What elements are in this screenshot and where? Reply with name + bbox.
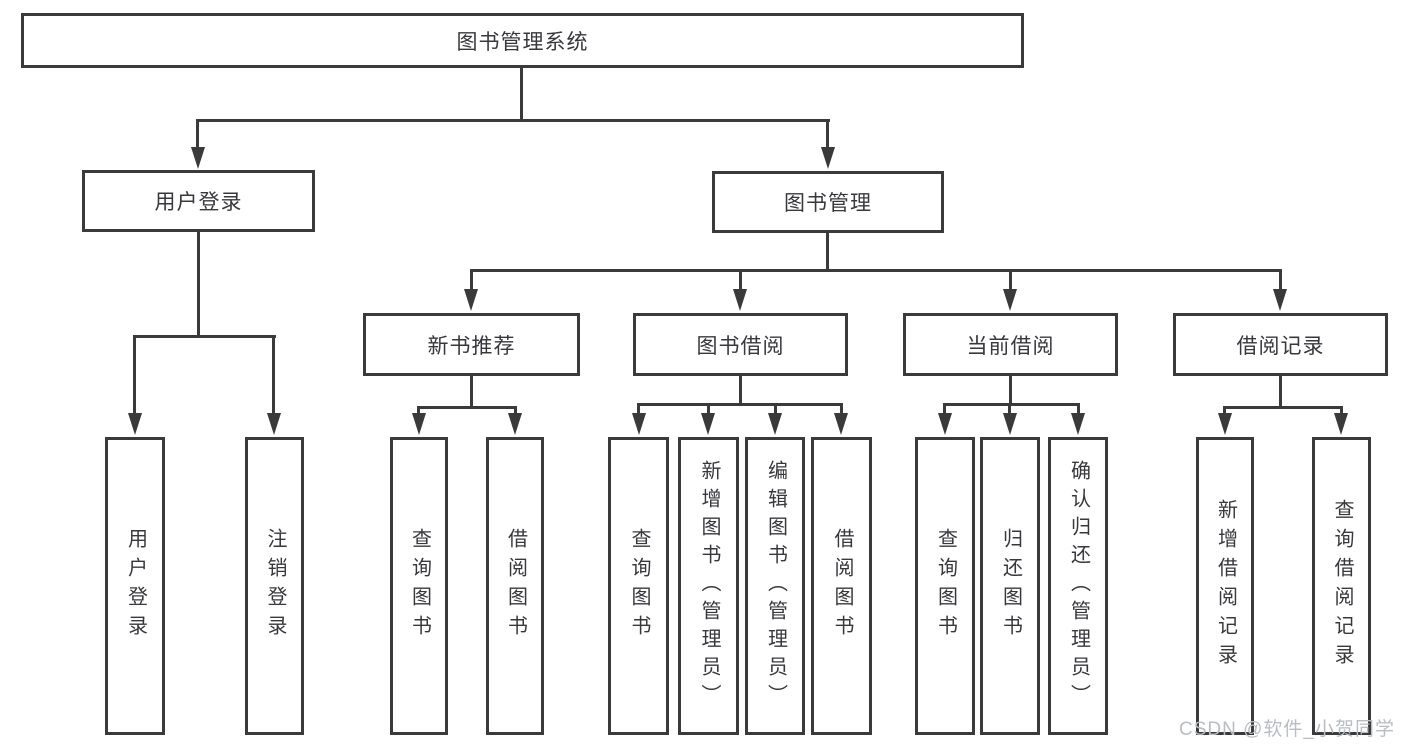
csdn-watermark: CSDN @软件_小贺同学 <box>1179 719 1395 740</box>
leaf-query-borrow-record: 查询借阅记录 <box>1312 437 1371 735</box>
node-current-borrowing: 当前借阅 <box>903 313 1118 376</box>
connector-line <box>134 335 276 338</box>
arrow-down-icon <box>821 147 835 169</box>
node-label: 编辑图书（管理员） <box>764 460 787 712</box>
connector-line <box>774 403 777 415</box>
connector-line <box>470 376 473 409</box>
leaf-query-books-2: 查询图书 <box>608 437 669 735</box>
connector-line <box>1009 376 1012 406</box>
connector-line <box>197 232 200 338</box>
connector-line <box>272 335 275 415</box>
connector-line <box>943 403 946 415</box>
node-label: 借阅记录 <box>1236 334 1325 358</box>
connector-line <box>840 403 843 415</box>
arrow-down-icon <box>1273 289 1287 311</box>
connector-line <box>1224 406 1343 409</box>
node-book-management: 图书管理 <box>712 171 944 233</box>
connector-line <box>638 403 843 406</box>
connector-line <box>1279 269 1282 293</box>
node-label: 图书借阅 <box>696 334 785 358</box>
arrow-down-icon <box>768 413 782 435</box>
node-new-book-recommendation: 新书推荐 <box>363 313 580 376</box>
connector-line <box>826 233 829 272</box>
arrow-down-icon <box>1071 413 1085 435</box>
node-label: 当前借阅 <box>966 334 1055 358</box>
connector-line <box>1077 403 1080 415</box>
leaf-logout: 注销登录 <box>245 437 304 735</box>
connector-line <box>637 403 640 415</box>
arrow-down-icon <box>412 413 426 435</box>
node-label: 新书推荐 <box>427 334 516 358</box>
node-label: 查询图书 <box>934 528 957 644</box>
connector-line <box>1223 406 1226 415</box>
arrow-down-icon <box>1003 289 1017 311</box>
arrow-down-icon <box>834 413 848 435</box>
arrow-down-icon <box>938 413 952 435</box>
node-library-management-system: 图书管理系统 <box>21 13 1024 68</box>
leaf-user-login: 用户登录 <box>105 437 165 735</box>
leaf-add-borrow-record: 新增借阅记录 <box>1196 437 1254 735</box>
leaf-return-books: 归还图书 <box>980 437 1040 735</box>
node-borrowing-records: 借阅记录 <box>1173 313 1388 376</box>
node-label: 新增借阅记录 <box>1214 499 1237 673</box>
arrow-down-icon <box>1334 413 1348 435</box>
arrow-down-icon <box>267 413 281 435</box>
leaf-borrow-books-1: 借阅图书 <box>486 437 544 735</box>
node-label: 新增图书（管理员） <box>698 460 720 712</box>
leaf-query-books-3: 查询图书 <box>915 437 975 735</box>
node-label: 借阅图书 <box>831 528 853 644</box>
arrow-down-icon <box>508 413 522 435</box>
connector-line <box>1279 376 1282 409</box>
leaf-query-books-1: 查询图书 <box>390 437 448 735</box>
arrow-down-icon <box>191 147 205 169</box>
connector-line <box>197 119 830 122</box>
node-label: 用户登录 <box>124 528 147 644</box>
arrow-down-icon <box>1003 413 1017 435</box>
connector-line <box>514 406 517 415</box>
leaf-confirm-return-admin: 确认归还（管理员） <box>1048 437 1108 735</box>
connector-line <box>1009 269 1012 293</box>
connector-line <box>739 376 742 406</box>
connector-line <box>1008 403 1011 415</box>
node-label: 借阅图书 <box>504 528 527 644</box>
connector-line <box>707 403 710 415</box>
connector-line <box>944 403 1080 406</box>
node-label: 注销登录 <box>264 528 286 644</box>
arrow-down-icon <box>1218 413 1232 435</box>
connector-line <box>417 406 420 415</box>
node-label: 归还图书 <box>999 528 1022 644</box>
leaf-edit-books-admin: 编辑图书（管理员） <box>745 437 805 735</box>
connector-line <box>520 68 523 122</box>
node-label: 用户登录 <box>154 191 243 214</box>
node-label: 查询图书 <box>408 528 431 644</box>
node-label: 查询图书 <box>628 528 650 644</box>
leaf-borrow-books-2: 借阅图书 <box>811 437 872 735</box>
connector-line <box>196 119 199 152</box>
node-book-borrowing: 图书借阅 <box>633 313 848 376</box>
connector-line <box>418 406 517 409</box>
arrow-down-icon <box>128 413 142 435</box>
node-label: 图书管理 <box>784 192 872 215</box>
connector-line <box>1340 406 1343 415</box>
connector-line <box>133 335 136 415</box>
connector-line <box>826 119 829 152</box>
node-user-login-branch: 用户登录 <box>82 170 315 232</box>
arrow-down-icon <box>632 413 646 435</box>
connector-line <box>739 269 742 293</box>
node-label: 图书管理系统 <box>456 30 589 54</box>
connector-line <box>470 269 1282 272</box>
node-label: 确认归还（管理员） <box>1067 460 1090 712</box>
node-label: 查询借阅记录 <box>1331 499 1353 673</box>
arrow-down-icon <box>464 289 478 311</box>
leaf-add-books-admin: 新增图书（管理员） <box>678 437 739 735</box>
arrow-down-icon <box>733 289 747 311</box>
arrow-down-icon <box>701 413 715 435</box>
connector-line <box>470 269 473 293</box>
